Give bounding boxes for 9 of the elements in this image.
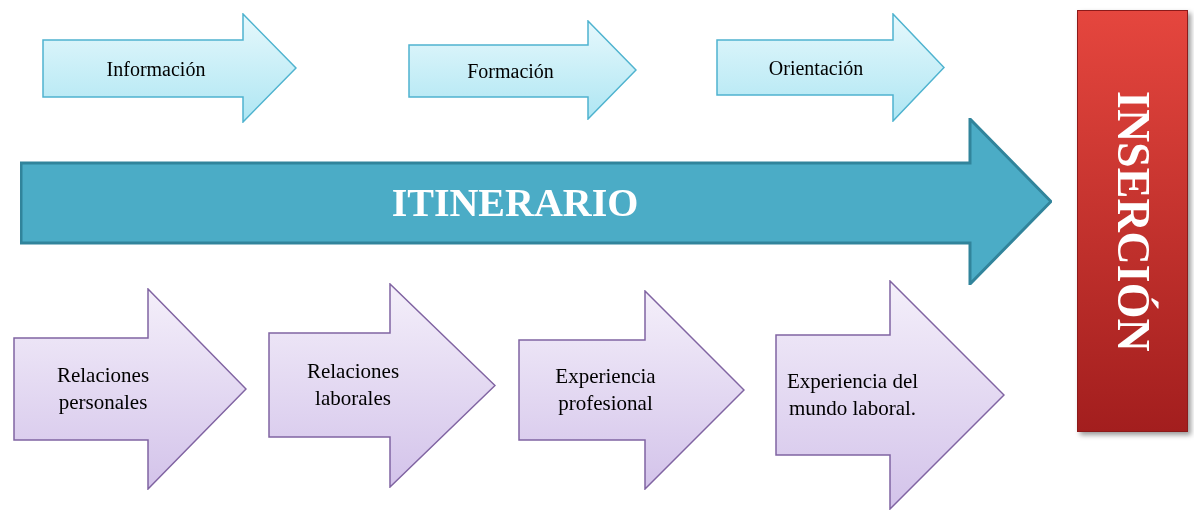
- arrow-label: Información: [106, 56, 206, 82]
- arrow-label: ITINERARIO: [391, 179, 639, 227]
- arrow-label: Experiencia profesional: [554, 362, 657, 417]
- arrow-label: Relaciones personales: [55, 361, 151, 416]
- arrow-label: Experiencia del mundo laboral.: [785, 367, 920, 422]
- arrow-label: Relaciones laborales: [305, 357, 401, 412]
- banner-box: [1077, 10, 1188, 432]
- arrow-label: Formación: [467, 59, 554, 84]
- arrow-label: Orientación: [768, 55, 864, 81]
